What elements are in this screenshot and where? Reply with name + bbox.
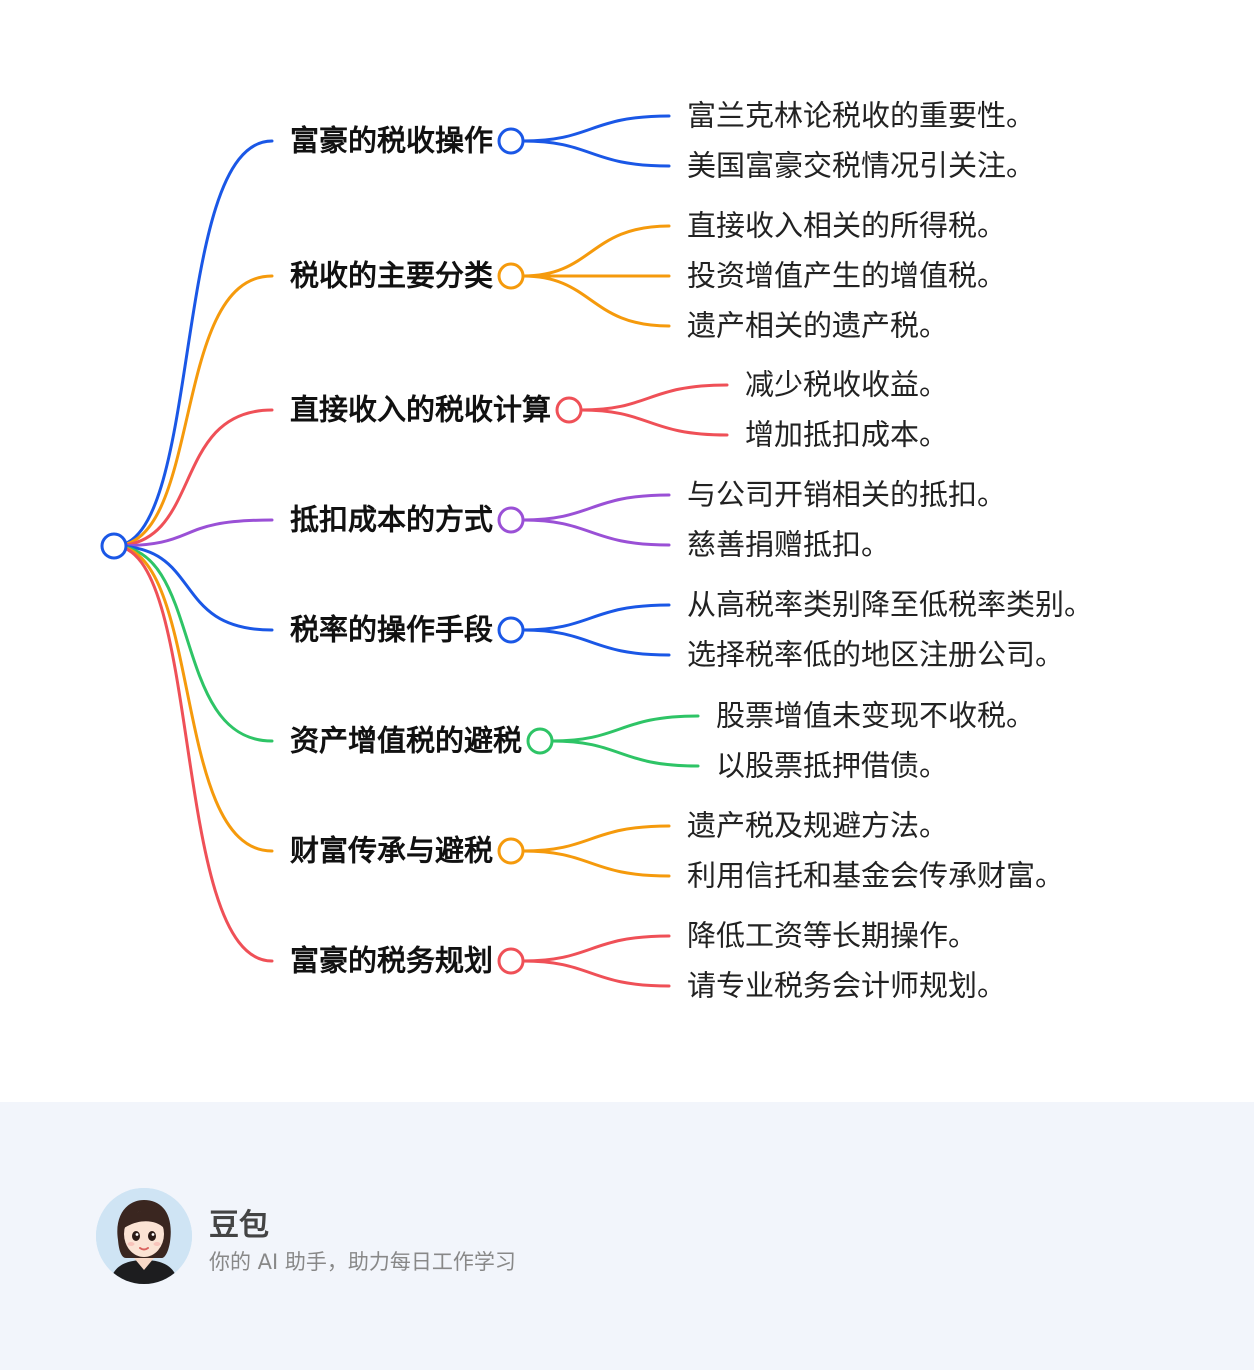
- branch-collapse-toggle[interactable]: [526, 727, 554, 755]
- branch-label: 富豪的税务规划: [290, 943, 494, 978]
- leaf-label: 请专业税务会计师规划。: [687, 968, 1007, 1003]
- leaf-connector: [521, 849, 671, 878]
- leaf-connector: [521, 934, 671, 963]
- branch-connector: [112, 544, 274, 632]
- leaf-label: 增加抵扣成本。: [745, 417, 949, 452]
- branch-label: 抵扣成本的方式: [290, 502, 494, 537]
- branch-connector: [112, 544, 274, 963]
- leaf-label: 减少税收收益。: [745, 367, 949, 402]
- leaf-label: 投资增值产生的增值税。: [687, 258, 1007, 293]
- branch-label: 税率的操作手段: [290, 612, 494, 647]
- branch-collapse-toggle[interactable]: [555, 396, 583, 424]
- leaf-label: 慈善捐赠抵扣。: [687, 527, 891, 562]
- leaf-connector: [550, 714, 700, 743]
- footer: 豆包 你的 AI 助手，助力每日工作学习: [0, 1102, 1254, 1370]
- branch-connector: [112, 408, 274, 548]
- leaf-connector: [521, 824, 671, 853]
- branch-connector: [112, 544, 274, 853]
- leaf-label: 与公司开销相关的抵扣。: [687, 477, 1007, 512]
- leaf-connector: [550, 739, 700, 768]
- leaf-connector: [521, 628, 671, 657]
- leaf-label: 利用信托和基金会传承财富。: [687, 858, 1065, 893]
- leaf-connector: [521, 518, 671, 547]
- leaf-connector: [521, 139, 671, 168]
- branch-collapse-toggle[interactable]: [497, 127, 525, 155]
- branch-connector: [112, 544, 274, 743]
- leaf-connector: [521, 603, 671, 632]
- mindmap-connectors: [100, 114, 729, 988]
- leaf-connector: [579, 383, 729, 412]
- mindmap: 富豪的税收操作税收的主要分类直接收入的税收计算抵扣成本的方式税率的操作手段资产增…: [100, 98, 1094, 1003]
- leaf-connector: [521, 959, 671, 988]
- branch-label: 直接收入的税收计算: [290, 392, 552, 427]
- leaf-label: 直接收入相关的所得税。: [687, 208, 1007, 243]
- leaf-label: 遗产税及规避方法。: [687, 808, 949, 843]
- branch-connector: [112, 139, 274, 548]
- branch-collapse-toggle[interactable]: [497, 506, 525, 534]
- leaf-label: 以股票抵押借债。: [716, 748, 949, 783]
- branch-label: 资产增值税的避税: [290, 723, 523, 758]
- branch-collapse-toggle[interactable]: [497, 947, 525, 975]
- branch-label: 财富传承与避税: [290, 833, 494, 868]
- branch-label: 富豪的税收操作: [290, 123, 494, 158]
- leaf-connector: [521, 114, 671, 143]
- branch-connector: [112, 518, 274, 548]
- branch-connector: [112, 274, 274, 548]
- leaf-connector: [579, 408, 729, 437]
- leaf-label: 股票增值未变现不收税。: [716, 698, 1036, 733]
- leaf-label: 富兰克林论税收的重要性。: [687, 98, 1036, 133]
- leaf-connector: [521, 224, 671, 278]
- leaf-label: 从高税率类别降至低税率类别。: [687, 587, 1094, 622]
- leaf-label: 美国富豪交税情况引关注。: [687, 148, 1036, 183]
- brand-name: 豆包: [209, 1208, 269, 1243]
- leaf-label: 遗产相关的遗产税。: [687, 308, 949, 343]
- branch-collapse-toggle[interactable]: [497, 262, 525, 290]
- leaf-label: 降低工资等长期操作。: [687, 918, 978, 953]
- leaf-label: 选择税率低的地区注册公司。: [687, 637, 1065, 672]
- branch-collapse-toggle[interactable]: [497, 837, 525, 865]
- leaf-connector: [521, 493, 671, 522]
- branch-collapse-toggle[interactable]: [497, 616, 525, 644]
- avatar: [96, 1188, 192, 1284]
- avatar-girl-icon: [96, 1188, 192, 1284]
- root-node[interactable]: [100, 532, 128, 560]
- leaf-connector: [521, 274, 671, 328]
- brand-tagline: 你的 AI 助手，助力每日工作学习: [209, 1250, 516, 1274]
- branch-label: 税收的主要分类: [290, 258, 494, 293]
